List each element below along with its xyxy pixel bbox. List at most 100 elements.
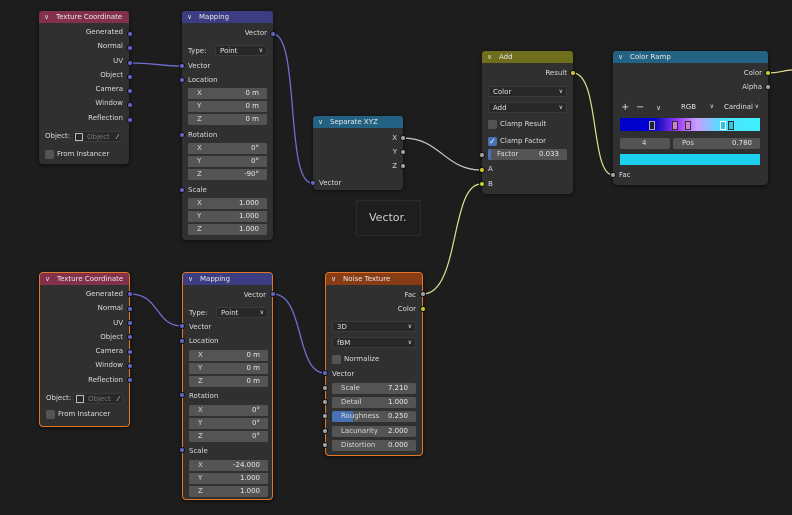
socket-scale[interactable] <box>179 187 185 193</box>
node-header[interactable]: ∨Add <box>482 51 573 63</box>
socket-ramp-color[interactable] <box>765 70 771 76</box>
dimensions-dropdown[interactable]: 3D∨ <box>332 321 416 332</box>
node-separate-xyz[interactable]: ∨Separate XYZ X Y Z Vector <box>313 116 403 190</box>
chevron-down-icon[interactable]: ∨ <box>318 118 324 126</box>
node-mapping-2[interactable]: ∨Mapping Vector Type: Point∨ Vector Loca… <box>182 272 273 500</box>
rotation-z[interactable]: Z-90° <box>188 169 267 180</box>
node-header[interactable]: ∨Mapping <box>182 11 273 23</box>
socket-sep-x[interactable] <box>400 135 406 141</box>
scale-x[interactable]: X-24.000 <box>189 460 268 471</box>
node-texture-coordinate-2[interactable]: ∨Texture Coordinate Generated Normal UV … <box>39 272 130 427</box>
add-stop-button[interactable]: + <box>621 102 630 113</box>
ramp-stop-handle[interactable] <box>685 121 691 130</box>
node-header[interactable]: ∨Texture Coordinate <box>40 273 129 285</box>
clamp-result-checkbox[interactable] <box>488 120 497 129</box>
socket-camera[interactable] <box>127 88 133 94</box>
node-color-ramp[interactable]: ∨Color Ramp Color Alpha + − ∨ RGB∨ Cardi… <box>613 51 768 185</box>
color-mode-dropdown[interactable]: RGB∨ <box>677 102 717 113</box>
socket-add-result[interactable] <box>570 70 576 76</box>
stop-index-field[interactable]: 4 <box>620 138 670 149</box>
socket-sep-z[interactable] <box>400 163 406 169</box>
normalize-checkbox[interactable] <box>332 355 341 364</box>
socket-noise-fac[interactable] <box>420 291 426 297</box>
from-instancer-checkbox[interactable] <box>45 150 54 159</box>
remove-stop-button[interactable]: − <box>636 102 645 113</box>
socket-normal[interactable] <box>127 306 133 312</box>
frame-vector[interactable]: Vector. <box>356 200 421 236</box>
ramp-stop-handle[interactable] <box>649 121 655 130</box>
socket-noise-vector-in[interactable] <box>322 370 328 376</box>
active-color-swatch[interactable] <box>620 154 760 165</box>
socket-ramp-fac[interactable] <box>610 172 616 178</box>
node-header[interactable]: ∨Mapping <box>183 273 272 285</box>
socket-mapping-vector-in[interactable] <box>179 323 185 329</box>
ramp-stop-handle[interactable] <box>728 121 734 130</box>
chevron-down-icon[interactable]: ∨ <box>656 104 662 112</box>
socket-normal[interactable] <box>127 45 133 51</box>
socket-noise-detail[interactable] <box>322 399 328 405</box>
node-header[interactable]: ∨Color Ramp <box>613 51 768 63</box>
node-header[interactable]: ∨Texture Coordinate <box>39 11 129 23</box>
socket-add-a[interactable] <box>479 167 485 173</box>
chevron-down-icon[interactable]: ∨ <box>44 13 50 21</box>
ramp-stop-handle[interactable] <box>720 121 726 130</box>
ramp-stop-handle[interactable] <box>672 121 678 130</box>
socket-add-b[interactable] <box>479 181 485 187</box>
socket-window[interactable] <box>127 102 133 108</box>
socket-reflection[interactable] <box>127 377 133 383</box>
socket-mapping-out[interactable] <box>270 31 276 37</box>
socket-window[interactable] <box>127 363 133 369</box>
chevron-down-icon[interactable]: ∨ <box>487 53 493 61</box>
basis-dropdown[interactable]: fBM∨ <box>332 337 416 348</box>
type-dropdown[interactable]: Point∨ <box>215 45 267 56</box>
socket-object[interactable] <box>127 74 133 80</box>
node-mapping-1[interactable]: ∨Mapping Vector Type: Point∨ Vector Loca… <box>182 11 273 240</box>
socket-uv[interactable] <box>127 60 133 66</box>
socket-scale[interactable] <box>179 447 185 453</box>
socket-noise-scale[interactable] <box>322 385 328 391</box>
socket-sep-y[interactable] <box>400 149 406 155</box>
socket-ramp-alpha[interactable] <box>765 84 771 90</box>
object-field[interactable]: Object⁄ <box>72 131 122 142</box>
socket-mapping-out[interactable] <box>270 291 276 297</box>
chevron-down-icon[interactable]: ∨ <box>188 275 194 283</box>
interpolation-dropdown[interactable]: Cardinal∨ <box>720 102 762 113</box>
eyedropper-icon[interactable]: ⁄ <box>117 395 119 403</box>
node-texture-coordinate-1[interactable]: ∨Texture Coordinate Generated Normal UV … <box>39 11 129 164</box>
data-type-dropdown[interactable]: Color∨ <box>488 86 567 97</box>
socket-noise-roughness[interactable] <box>322 413 328 419</box>
socket-generated[interactable] <box>127 291 133 297</box>
socket-location[interactable] <box>179 77 185 83</box>
node-header[interactable]: ∨Noise Texture <box>326 273 422 285</box>
from-instancer-checkbox[interactable] <box>46 410 55 419</box>
socket-object[interactable] <box>127 334 133 340</box>
socket-generated[interactable] <box>127 31 133 37</box>
socket-sep-vector-in[interactable] <box>310 180 316 186</box>
socket-camera[interactable] <box>127 349 133 355</box>
chevron-down-icon[interactable]: ∨ <box>331 275 337 283</box>
socket-reflection[interactable] <box>127 117 133 123</box>
node-header[interactable]: ∨Separate XYZ <box>313 116 403 128</box>
node-noise-texture[interactable]: ∨Noise Texture Fac Color 3D∨ fBM∨ Normal… <box>325 272 423 456</box>
object-field[interactable]: Object⁄ <box>73 393 123 404</box>
